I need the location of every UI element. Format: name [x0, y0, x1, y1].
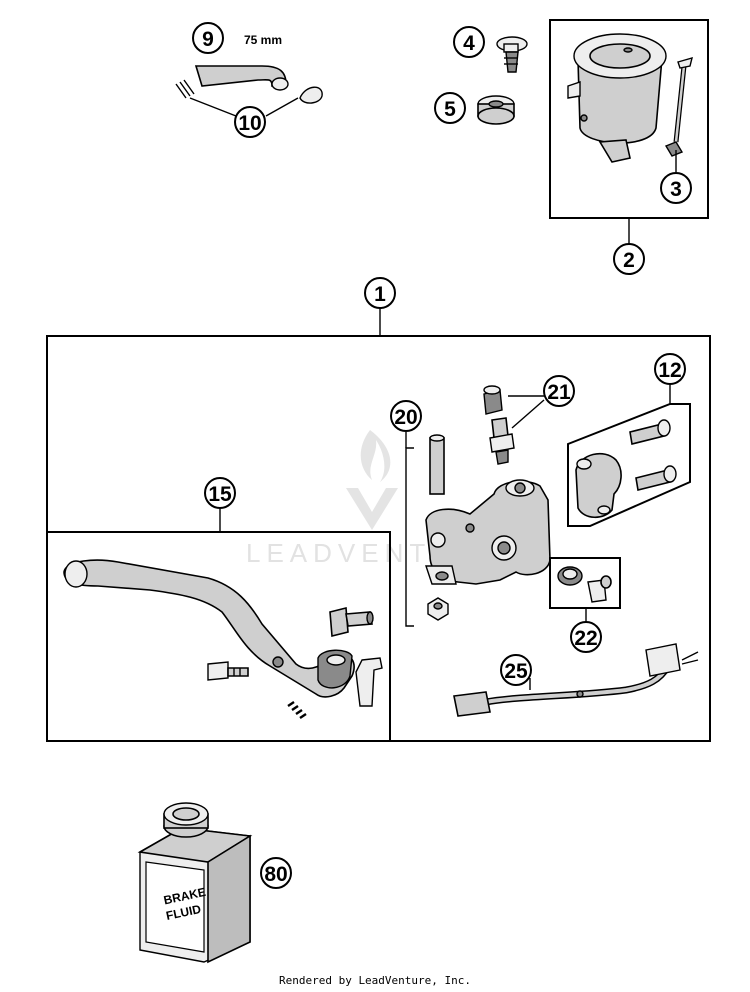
master-cylinder-body-part-20 [425, 479, 551, 585]
pushrod-pin-part [429, 434, 445, 495]
switch-kit-frame [549, 557, 621, 609]
hose-clamp-right [299, 86, 323, 104]
svg-text:15: 15 [208, 483, 232, 506]
svg-text:22: 22 [574, 627, 597, 650]
svg-text:3: 3 [670, 178, 682, 201]
svg-text:21: 21 [547, 381, 571, 404]
svg-text:10: 10 [238, 112, 261, 135]
footer-credit: Rendered by LeadVenture, Inc. [279, 974, 471, 987]
reservoir-part [567, 33, 667, 163]
bleeder-valve-part-21 [489, 417, 515, 465]
handlebar-clamp-part-12 [575, 452, 622, 519]
svg-text:25: 25 [504, 660, 528, 683]
hose-clamp-left [175, 79, 195, 99]
callout-2: 2 [613, 243, 645, 275]
callout-10: 10 [234, 106, 266, 138]
reservoir-screw-3 [664, 56, 693, 172]
svg-text:1: 1 [374, 283, 386, 306]
hose-length-label: 75 mm [244, 33, 282, 47]
callout-25: 25 [500, 654, 532, 686]
watermark-flame-icon [360, 430, 391, 482]
lever-bolt-part [207, 661, 249, 681]
master-cylinder-assembly-frame [46, 335, 711, 742]
callout-20: 20 [390, 400, 422, 432]
callout-4: 4 [453, 26, 485, 58]
lever-adjuster-part [329, 606, 374, 638]
lever-assembly-frame [47, 531, 391, 741]
watermark-v-icon [346, 488, 398, 530]
grommet-part-5 [477, 95, 515, 125]
callout-1: 1 [364, 277, 396, 309]
callout-5: 5 [434, 92, 466, 124]
svg-text:9: 9 [202, 28, 214, 51]
nut-part [427, 597, 449, 621]
svg-text:5: 5 [444, 98, 456, 121]
brake-lever-part-15 [63, 559, 383, 707]
callout-9: 9 [192, 22, 224, 54]
svg-text:4: 4 [463, 32, 475, 55]
svg-text:20: 20 [394, 406, 417, 429]
hose-group: 75 mm [175, 33, 323, 117]
callout-80: 80 [260, 857, 292, 889]
brake-fluid-can-part-80: BRAKE FLUID [137, 802, 253, 964]
callout-15: 15 [204, 477, 236, 509]
bleeder-cap-part-21 [483, 385, 503, 415]
svg-text:12: 12 [658, 359, 681, 382]
clamp-bolts-part [629, 419, 677, 491]
svg-text:80: 80 [264, 863, 287, 886]
callout-21: 21 [543, 375, 575, 407]
lever-spring-part [287, 701, 307, 719]
callout-22: 22 [570, 621, 602, 653]
brake-switch-cable-part-25 [453, 643, 699, 717]
switch-kit-part-22 [557, 566, 612, 603]
svg-text:2: 2 [623, 249, 635, 272]
hose-end [271, 77, 289, 91]
callout-12: 12 [654, 353, 686, 385]
screw-part-4 [496, 36, 528, 73]
callout-3: 3 [660, 172, 692, 204]
